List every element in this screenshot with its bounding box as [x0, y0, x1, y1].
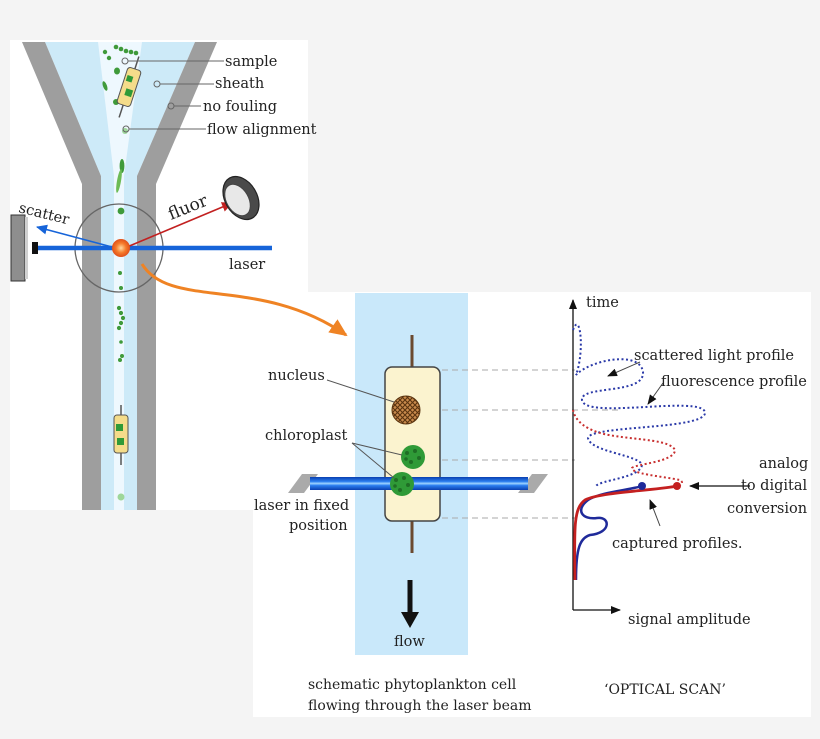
- illuminated-particle: [112, 239, 130, 257]
- label-time: time: [586, 295, 619, 311]
- cell-top: [116, 56, 142, 118]
- fluor-arrow: [126, 202, 233, 248]
- nozzle-right-wall: [137, 42, 217, 510]
- cell-body: [384, 366, 441, 522]
- cell-leader-lines: [326, 379, 403, 479]
- label-sample: sample: [225, 54, 277, 70]
- flow-arrow-head: [401, 612, 419, 628]
- cell-bottom: [113, 405, 129, 465]
- fluorescence-profile-curve: [572, 409, 683, 488]
- label-adc-3: conversion: [727, 501, 807, 517]
- scatter-detector: [10, 214, 26, 282]
- caption-cell-1: schematic phytoplankton cell: [308, 677, 517, 693]
- nozzle-left-wall: [22, 42, 101, 510]
- zoom-arrow: [140, 263, 348, 337]
- left-panel: sample sheath no fouling flow alignment …: [10, 40, 317, 510]
- right-panel: nucleus chloroplast laser in fixed posit…: [253, 292, 811, 717]
- label-captured-profiles: captured profiles.: [612, 536, 743, 552]
- label-flow: flow: [394, 634, 425, 650]
- sample-core: [98, 42, 142, 510]
- label-nucleus: nucleus: [268, 368, 325, 384]
- guide-lines: [442, 369, 620, 519]
- fluorescence-detector: [222, 175, 260, 221]
- adc-point-scatter: [638, 482, 646, 490]
- chloroplast-upper: [401, 445, 425, 469]
- chloroplast-lower: [390, 472, 414, 496]
- scatter-arrow: [36, 224, 113, 248]
- label-chloroplast: chloroplast: [265, 428, 347, 444]
- nucleus-shape: [391, 395, 421, 425]
- label-flow-alignment: flow alignment: [207, 122, 317, 138]
- caption-cell-2: flowing through the laser beam: [308, 698, 532, 714]
- left-leader-lines: [121, 57, 224, 133]
- label-scattered-light-profile: scattered light profile: [634, 348, 794, 364]
- label-signal-amplitude: signal amplitude: [628, 612, 751, 628]
- phytoplankton-cell: [384, 335, 441, 553]
- caption-optical-scan: ‘OPTICAL SCAN’: [604, 682, 726, 698]
- profile-leader-lines: [607, 361, 664, 527]
- label-adc-2: to digital: [741, 478, 807, 494]
- sample-particles: [102, 44, 139, 501]
- scatter-detector-face: [25, 217, 28, 279]
- label-laser-fixed-2: position: [289, 518, 348, 534]
- right-panel-background: [253, 292, 811, 717]
- label-adc-1: analog: [759, 456, 808, 472]
- label-sheath: sheath: [215, 76, 264, 92]
- adc-point-fluor: [673, 482, 681, 490]
- label-laser: laser: [229, 257, 265, 273]
- label-no-fouling: no fouling: [203, 99, 277, 115]
- label-fluorescence-profile: fluorescence profile: [661, 374, 807, 390]
- laser-fixed-beam: [288, 474, 548, 493]
- beam-stop: [32, 242, 38, 254]
- label-laser-fixed-1: laser in fixed: [254, 498, 349, 514]
- captured-fluor-profile: [573, 484, 678, 581]
